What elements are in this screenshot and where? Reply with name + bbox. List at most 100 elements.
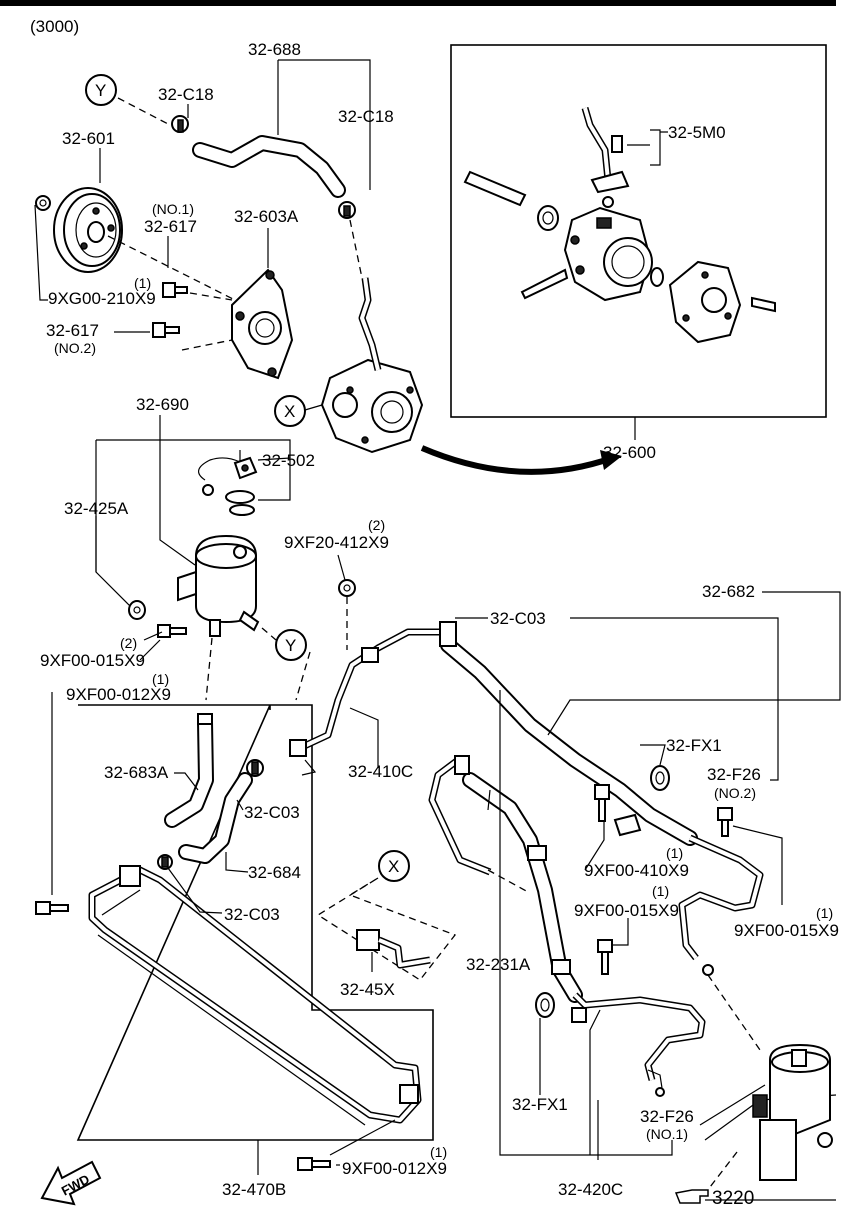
cooler-assembly-box [76, 704, 434, 1141]
label-32-601: 32-601 [62, 129, 115, 148]
label-32-c18-a: 32-C18 [158, 85, 214, 104]
label-9xf00-015x9-c: 9XF00-015X9 [734, 921, 839, 940]
label-9xg00-210x9: 9XG00-210X9 [48, 289, 156, 308]
label-no1-b: (NO.1) [646, 1126, 688, 1142]
label-9xf00-012x9-a: 9XF00-012X9 [66, 685, 171, 704]
callout-x-lower: X [378, 850, 410, 882]
section-code: (3000) [30, 17, 79, 36]
pump-exploded-view [463, 107, 776, 344]
pointing-hand-icon [674, 1189, 709, 1204]
label-32-fx1-b: 32-FX1 [512, 1095, 568, 1114]
label-32-f26-a: 32-F26 [707, 765, 761, 784]
svg-text:Y: Y [285, 636, 296, 655]
clamp-32-c03-b-icon[interactable] [157, 854, 173, 870]
label-32-c03-c: 32-C03 [224, 905, 280, 924]
clip-32-fx1-a-icon[interactable] [650, 765, 670, 791]
cap-and-strainer-32-502[interactable] [198, 456, 258, 516]
forward-direction-arrow-icon: FWD [40, 1160, 102, 1206]
label-32-c18-b: 32-C18 [338, 107, 394, 126]
bolt-9xf00-015x9-mid-icon[interactable] [597, 939, 613, 975]
label-32-502: 32-502 [262, 451, 315, 470]
label-qty1-c: (1) [666, 845, 683, 861]
hose-32-684[interactable] [178, 772, 253, 864]
pressure-pipe-32-410c[interactable] [289, 628, 440, 776]
callout-y-reservoir: Y [275, 629, 307, 661]
bushing-32-425a-icon[interactable] [128, 600, 146, 620]
label-qty2-a: (2) [368, 517, 385, 533]
sensor-32-45x[interactable] [356, 929, 431, 969]
pulley-32-601[interactable] [53, 187, 123, 273]
label-qty2-b: (2) [120, 635, 137, 651]
bolt-9xf00-015x9-right-icon[interactable] [717, 807, 733, 837]
label-32-684: 32-684 [248, 863, 301, 882]
callout-y-top: Y [85, 74, 117, 106]
label-no2-a: (NO.2) [54, 340, 96, 356]
label-32-617-b: 32-617 [46, 321, 99, 340]
label-9xf00-015x9-a: 9XF00-015X9 [40, 651, 145, 670]
label-32-c03-a: 32-C03 [490, 609, 546, 628]
clip-32-f26-no1-icon[interactable] [647, 1069, 665, 1097]
label-qty1-a: (1) [134, 275, 151, 291]
callout-x-pump: X [274, 395, 306, 427]
bolt-9xf00-015x9-reservoir-icon[interactable] [157, 624, 187, 638]
label-32-45x: 32-45X [340, 980, 395, 999]
cooler-pipe-32-470b[interactable] [88, 865, 422, 1126]
bolt-9xf00-012x9-bottom-icon[interactable] [297, 1157, 331, 1171]
label-32-425a: 32-425A [64, 499, 129, 518]
svg-text:FWD: FWD [59, 1171, 92, 1198]
label-32-420c: 32-420C [558, 1180, 623, 1199]
reference-3220-link[interactable]: 3220 [674, 1188, 754, 1209]
return-hose-32-682[interactable] [439, 621, 698, 846]
curved-arrow-to-inset [420, 445, 613, 475]
steering-gear-inset [699, 1043, 837, 1201]
clip-32-fx1-b-icon[interactable] [535, 992, 555, 1018]
clamp-32-c18-b-icon[interactable] [338, 201, 356, 219]
label-32-600: 32-600 [603, 443, 656, 462]
bolt-32-617-no1-icon[interactable] [162, 282, 188, 298]
label-no1-a: (NO.1) [152, 201, 194, 217]
ref-3220-text: 3220 [712, 1188, 754, 1209]
hose-32-683a[interactable] [164, 713, 214, 828]
bracket-32-603a[interactable] [231, 268, 294, 380]
label-qty1-b: (1) [152, 671, 169, 687]
clip-32-f26-no2[interactable] [678, 834, 764, 976]
nut-9xg00-icon[interactable] [35, 195, 51, 211]
pressure-hose-32-231a[interactable] [428, 755, 583, 1003]
label-no2-b: (NO.2) [714, 785, 756, 801]
label-32-683a: 32-683A [104, 763, 169, 782]
svg-text:Y: Y [95, 81, 106, 100]
bolt-9xf00-012x9-left-icon[interactable] [35, 901, 69, 915]
label-32-f26-b: 32-F26 [640, 1107, 694, 1126]
label-32-5m0: 32-5M0 [668, 123, 726, 142]
power-steering-pump-assembly[interactable] [320, 358, 424, 454]
nut-9xf20-412x9-icon[interactable] [338, 579, 356, 597]
bolt-9xf00-410x9-icon[interactable] [594, 784, 610, 822]
label-9xf20-412x9: 9XF20-412X9 [284, 533, 389, 552]
label-32-470b: 32-470B [222, 1180, 286, 1199]
pump-exploded-view-box [450, 44, 827, 418]
label-32-410c: 32-410C [348, 762, 413, 781]
label-32-688: 32-688 [248, 40, 301, 59]
bolt-32-617-no2-icon[interactable] [152, 322, 180, 338]
clamp-32-c18-a-icon[interactable] [171, 115, 189, 133]
label-9xf00-012x9-b: 9XF00-012X9 [342, 1159, 447, 1178]
pressure-pipe-32-420c[interactable] [571, 992, 706, 1081]
clamp-32-c03-a-icon[interactable] [246, 759, 264, 777]
label-32-617-a: 32-617 [144, 217, 197, 236]
hose-32-688[interactable] [192, 135, 346, 198]
label-32-fx1-a: 32-FX1 [666, 736, 722, 755]
label-32-682: 32-682 [702, 582, 755, 601]
label-32-c03-b: 32-C03 [244, 803, 300, 822]
label-32-231a: 32-231A [466, 955, 531, 974]
label-qty1-f: (1) [430, 1144, 447, 1160]
label-32-603a: 32-603A [234, 207, 299, 226]
label-qty1-e: (1) [816, 905, 833, 921]
svg-text:X: X [284, 402, 295, 421]
top-border-bar [0, 0, 836, 6]
label-32-690: 32-690 [136, 395, 189, 414]
svg-text:X: X [388, 857, 399, 876]
label-9xf00-015x9-b: 9XF00-015X9 [574, 901, 679, 920]
reservoir-32-690[interactable] [177, 534, 260, 637]
label-9xf00-410x9: 9XF00-410X9 [584, 861, 689, 880]
